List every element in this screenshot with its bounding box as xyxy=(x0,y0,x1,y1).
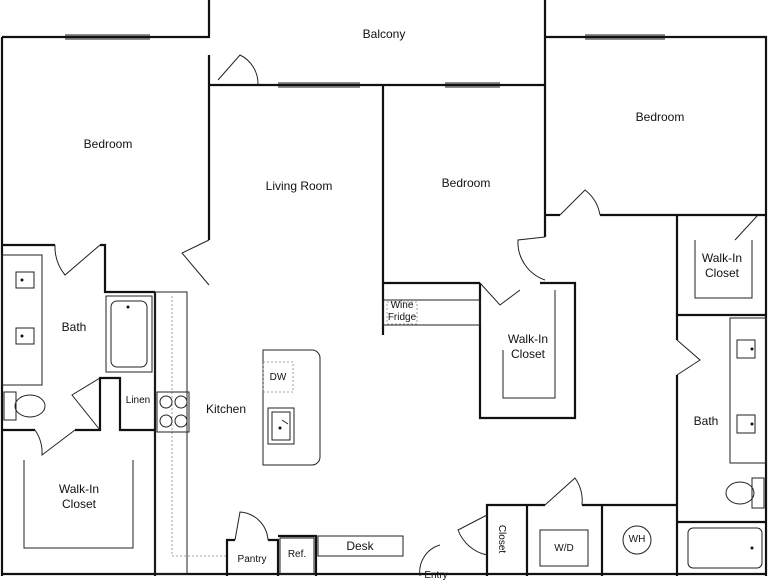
dw-label: DW xyxy=(269,372,287,383)
desk-label: Desk xyxy=(346,539,374,553)
ref-label: Ref. xyxy=(287,549,307,560)
living-room-label: Living Room xyxy=(265,179,333,193)
closet-label: Closet xyxy=(496,524,507,554)
walkin-center-label: Walk-In Closet xyxy=(507,332,549,361)
fixtures xyxy=(1,240,767,575)
balcony-label: Balcony xyxy=(362,27,406,41)
doors xyxy=(34,54,759,576)
bedroom-right-label: Bedroom xyxy=(635,110,685,124)
wine-fridge-label: Wine Fridge xyxy=(387,300,417,323)
bath-right-label: Bath xyxy=(693,414,719,428)
windows xyxy=(65,34,665,88)
bath-left-label: Bath xyxy=(61,320,87,334)
bedroom-left-label: Bedroom xyxy=(83,137,133,151)
wd-label: W/D xyxy=(554,543,574,554)
kitchen-label: Kitchen xyxy=(205,402,247,416)
walkin-right-label: Walk-In Closet xyxy=(701,251,743,280)
wh-label: WH xyxy=(628,534,646,545)
linen-label: Linen xyxy=(125,395,151,406)
entry-label: Entry xyxy=(424,570,448,581)
walkin-left-label: Walk-In Closet xyxy=(58,482,100,511)
bedroom-center-label: Bedroom xyxy=(441,176,491,190)
pantry-label: Pantry xyxy=(237,554,267,565)
